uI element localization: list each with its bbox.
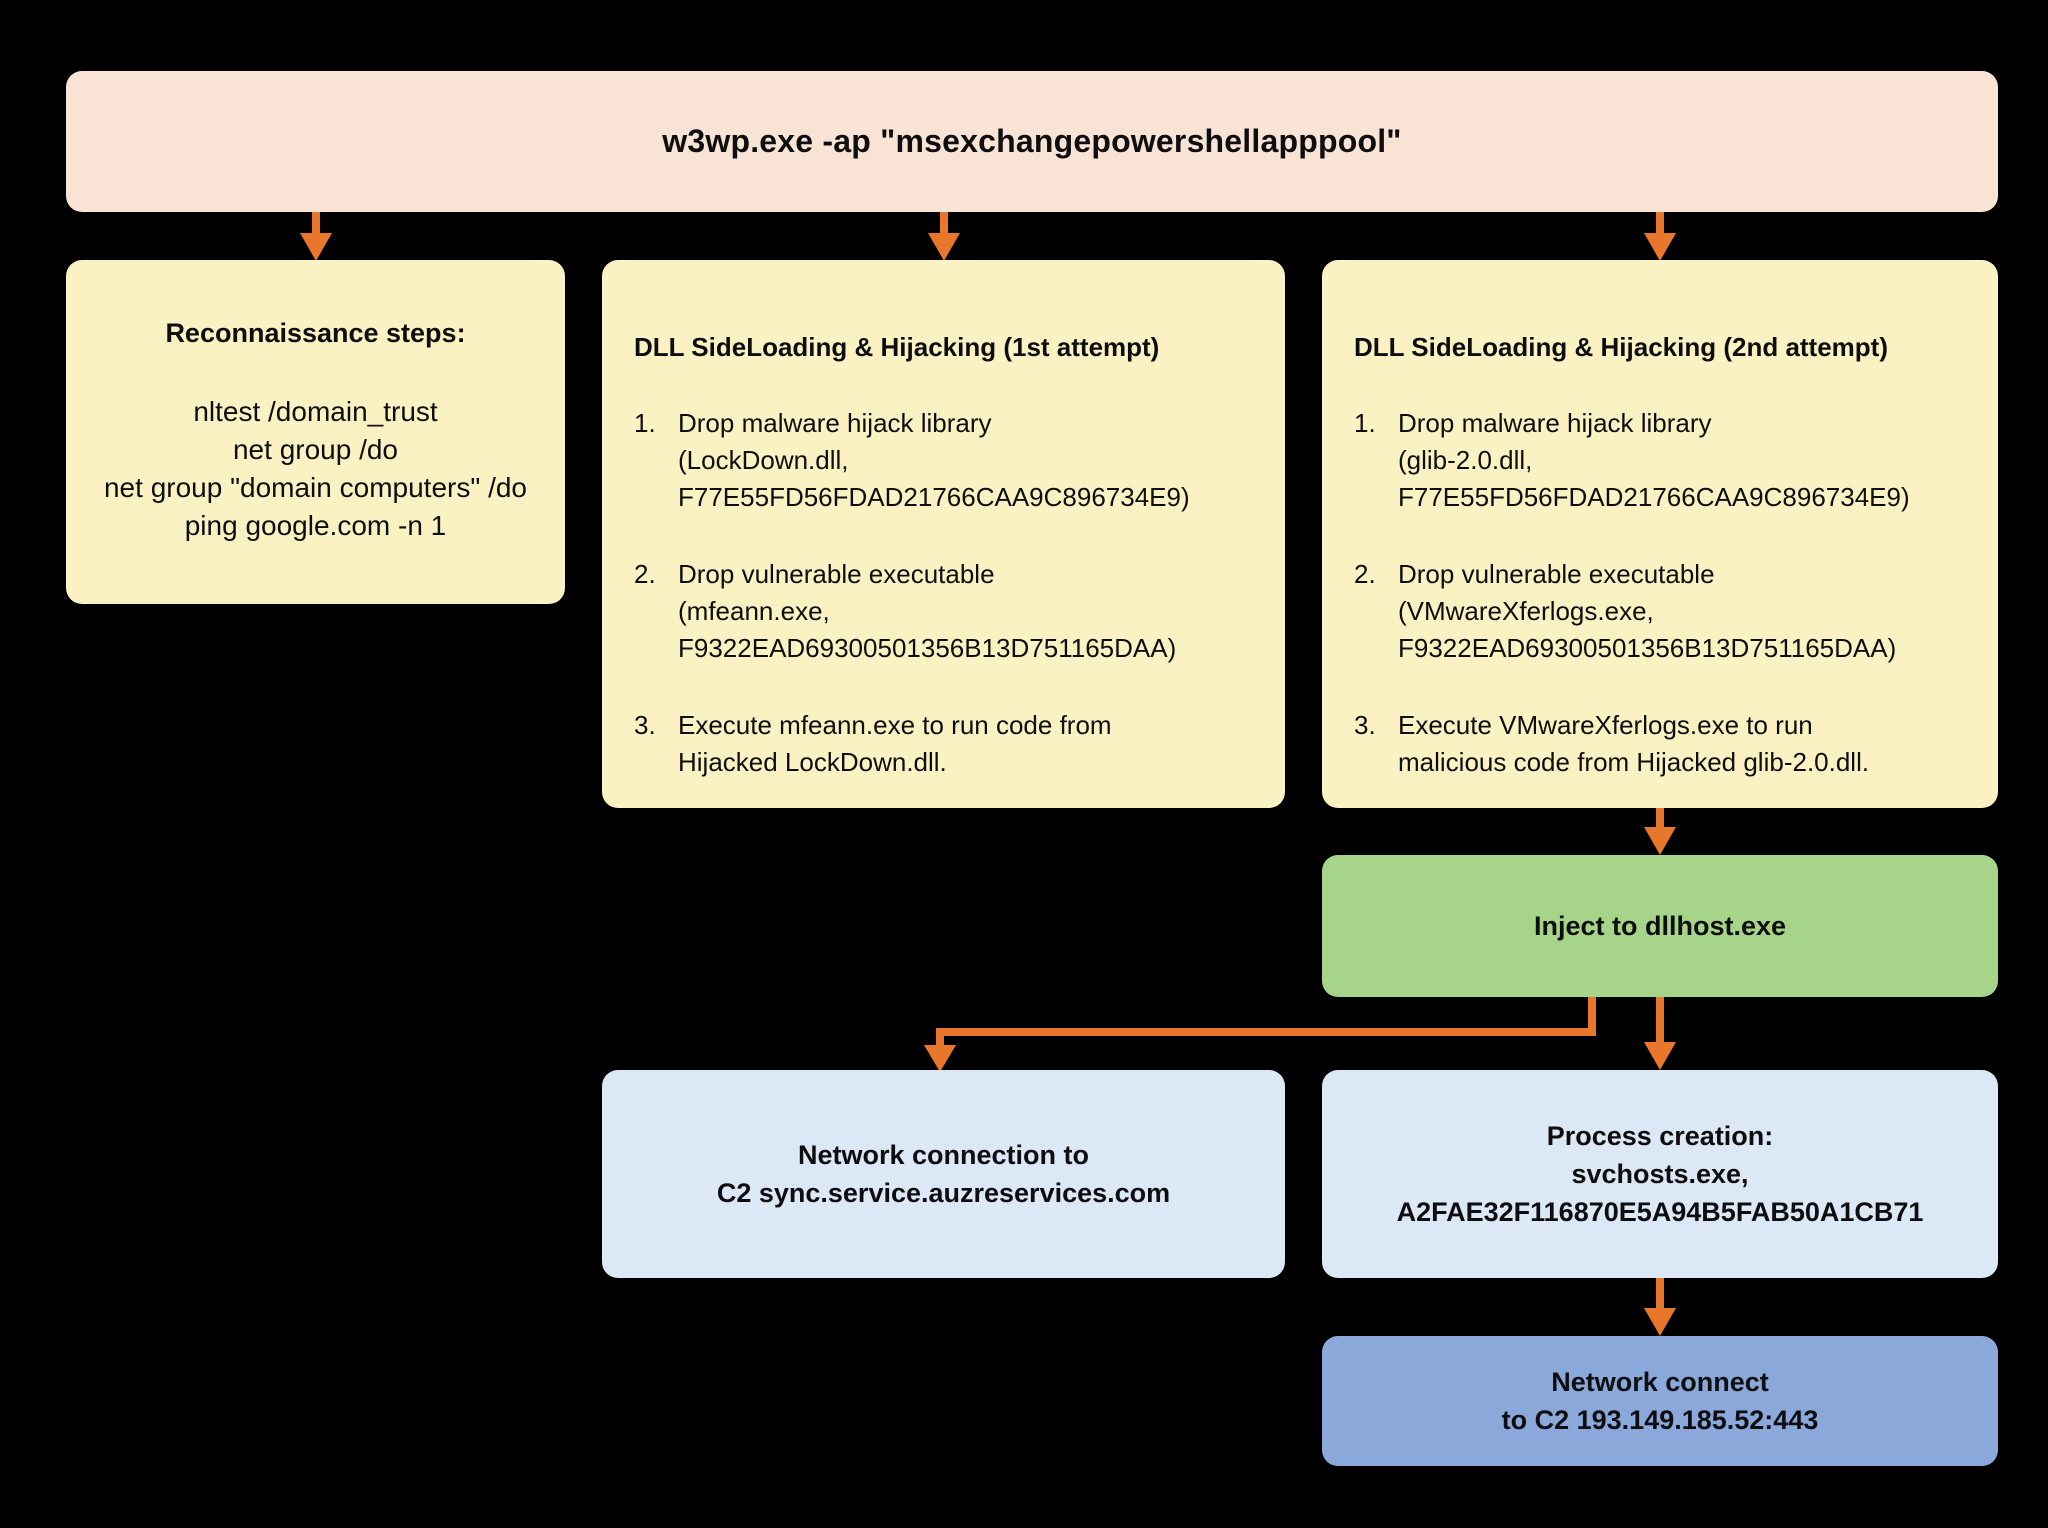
- dll-sideloading-1st-attempt-box: DLL SideLoading & Hijacking (1st attempt…: [602, 260, 1285, 808]
- inject-dllhost-box: Inject to dllhost.exe: [1322, 855, 1998, 997]
- attempt2-step1-number: 1.: [1354, 408, 1376, 438]
- arrow-inject-to-network-c2: [924, 997, 1596, 1072]
- arrow-inject-to-process-creation: [1644, 997, 1676, 1070]
- attempt1-title: DLL SideLoading & Hijacking (1st attempt…: [634, 332, 1160, 362]
- attempt1-step2-text: Drop vulnerable executable (mfeann.exe, …: [678, 559, 1177, 663]
- attempt1-step2-number: 2.: [634, 559, 656, 589]
- arrow-process-to-network-connect: [1644, 1278, 1676, 1336]
- network-connection-c2-label: Network connection to C2 sync.service.au…: [716, 1140, 1171, 1208]
- attempt1-step1-number: 1.: [634, 408, 656, 438]
- attempt2-step1-text: Drop malware hijack library (glib-2.0.dl…: [1398, 408, 1910, 512]
- dll-sideloading-2nd-attempt-box: DLL SideLoading & Hijacking (2nd attempt…: [1322, 260, 1998, 808]
- attempt1-step1-text: Drop malware hijack library (LockDown.dl…: [678, 408, 1190, 512]
- reconnaissance-title: Reconnaissance steps:: [165, 318, 466, 348]
- attempt2-step2-number: 2.: [1354, 559, 1376, 589]
- network-connect-label: Network connect to C2 193.149.185.52:443: [1501, 1367, 1819, 1435]
- attempt2-step3-number: 3.: [1354, 710, 1376, 740]
- attempt1-steps: 1. Drop malware hijack library (LockDown…: [634, 405, 1255, 781]
- arrow-root-to-recon: [300, 212, 332, 261]
- arrow-attempt2-to-inject: [1644, 808, 1676, 855]
- attempt2-step2-text: Drop vulnerable executable (VMwareXferlo…: [1398, 559, 1897, 663]
- process-creation-label: Process creation: svchosts.exe, A2FAE32F…: [1396, 1121, 1924, 1227]
- arrow-root-to-attempt1: [928, 212, 960, 261]
- attempt1-step3-number: 3.: [634, 710, 656, 740]
- attempt2-title: DLL SideLoading & Hijacking (2nd attempt…: [1354, 332, 1888, 362]
- arrow-root-to-attempt2: [1644, 212, 1676, 261]
- inject-dllhost-label: Inject to dllhost.exe: [1533, 911, 1787, 941]
- reconnaissance-box: Reconnaissance steps: nltest /domain_tru…: [66, 260, 565, 604]
- root-process-box: w3wp.exe -ap "msexchangepowershellapppoo…: [66, 71, 1998, 212]
- network-connect-box: Network connect to C2 193.149.185.52:443: [1322, 1336, 1998, 1466]
- attempt2-steps: 1. Drop malware hijack library (glib-2.0…: [1354, 405, 1968, 781]
- root-process-title: w3wp.exe -ap "msexchangepowershellapppoo…: [662, 123, 1402, 159]
- reconnaissance-commands: nltest /domain_trust net group /do net g…: [103, 396, 527, 541]
- attempt2-step3-text: Execute VMwareXferlogs.exe to run malici…: [1398, 710, 1870, 777]
- attempt1-step3-text: Execute mfeann.exe to run code from Hija…: [678, 710, 1112, 777]
- process-creation-box: Process creation: svchosts.exe, A2FAE32F…: [1322, 1070, 1998, 1278]
- network-connection-c2-box: Network connection to C2 sync.service.au…: [602, 1070, 1285, 1278]
